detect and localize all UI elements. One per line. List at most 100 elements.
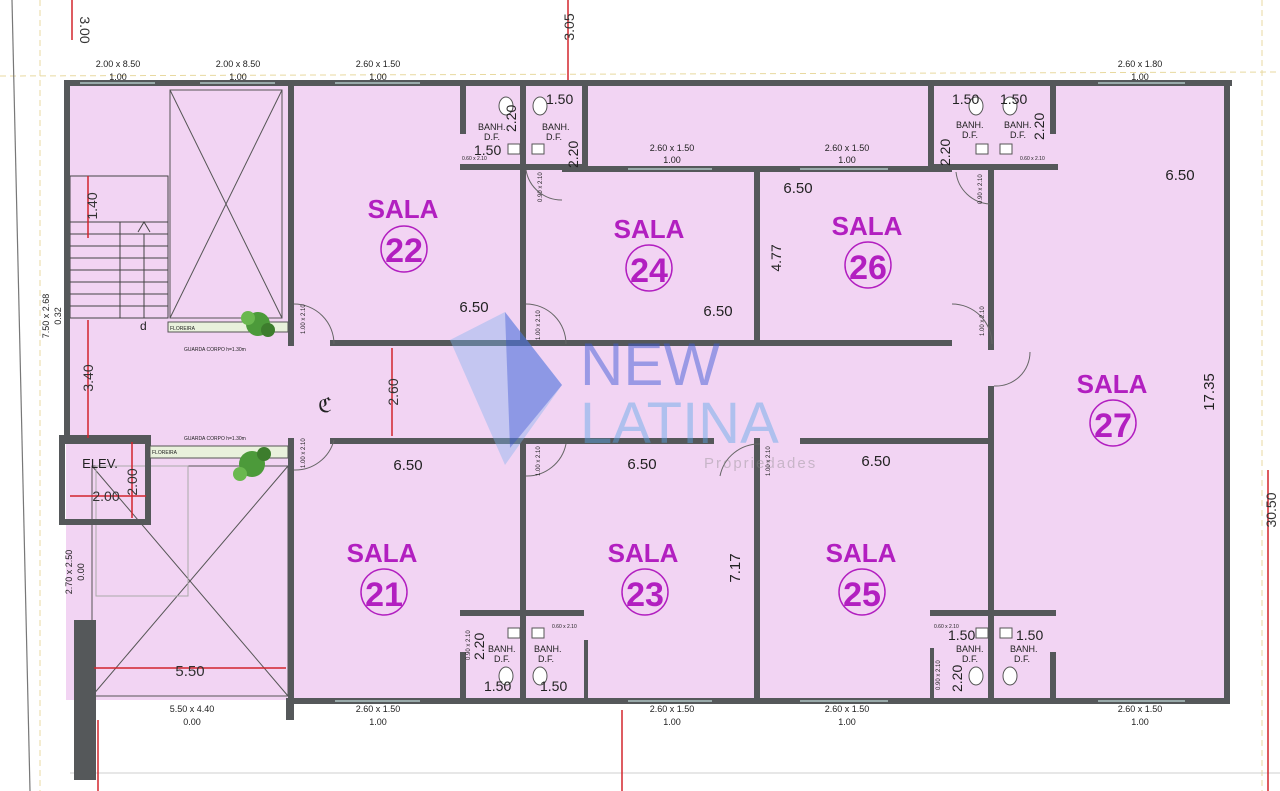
door-specs: 1.00 x 2.10 1.00 x 2.10 1.00 x 2.10 1.00… (301, 172, 986, 690)
walls (59, 80, 1232, 780)
plan-label: 5.50 (175, 663, 204, 680)
bath-label: BANH. (534, 644, 562, 654)
window-labels-mid: 2.60 x 1.50 1.00 2.60 x 1.50 1.00 (650, 143, 870, 165)
elevator-label: ELEV. (82, 456, 118, 471)
room-label: SALA (832, 211, 903, 241)
door-swings (293, 169, 1031, 477)
room-number: 24 (630, 252, 668, 290)
bath-door: 0.60 x 2.10 (462, 156, 487, 162)
watermark-logo: NEW LATINA Propriedades (450, 312, 815, 472)
bath-dim: 1.50 (484, 678, 511, 694)
plan-label: 3.05 (561, 13, 577, 40)
bath-label: BANH. (1010, 644, 1038, 654)
plan-label: 3.00 (77, 16, 93, 43)
room-sala-26: SALA 26 6.50 4.77 (768, 180, 903, 289)
bath-dim: 2.20 (471, 633, 487, 660)
plan-label: 0.90 x 2.10 (538, 172, 544, 202)
room-width: 6.50 (1165, 167, 1194, 184)
bath-label: BANH. (956, 644, 984, 654)
bath-dim: 2.20 (937, 139, 953, 166)
bath-door: 0.60 x 2.10 (934, 624, 959, 630)
plan-label: 1.00 (109, 72, 127, 82)
bath-dim: 2.20 (949, 665, 965, 692)
plan-label: 3.40 (80, 364, 96, 391)
bath-fixtures (968, 96, 1018, 155)
plan-label: 2.60 x 1.50 (825, 704, 870, 714)
plan-label: 1.00 (663, 155, 681, 165)
bathroom-group-top-right: BANH. D.F. BANH. D.F. 1.50 1.50 2.20 2.2… (937, 91, 1047, 166)
plan-label: 1.00 (1131, 717, 1149, 727)
bath-sublabel: D.F. (962, 654, 978, 664)
plan-label: 0.00 (183, 717, 201, 727)
room-number: 21 (365, 576, 403, 614)
plan-label: 1.00 x 2.10 (536, 446, 542, 476)
planter-top-label: FLOREIRA (170, 326, 196, 332)
room-number: 26 (849, 249, 887, 287)
bath-fixtures (498, 96, 548, 155)
plan-label: 1.00 (838, 155, 856, 165)
plan-label: 2.60 x 1.50 (825, 143, 870, 153)
dimension-lines (70, 0, 1269, 791)
railing-bottom-label: GUARDA CORPO h=1.30m (184, 436, 246, 442)
planter-bottom: FLOREIRA (149, 445, 289, 481)
bath-dim: 2.20 (565, 141, 581, 168)
plan-label: 2.00 (92, 488, 119, 504)
bath-label: BANH. (1004, 120, 1032, 130)
room-label: SALA (368, 194, 439, 224)
room-depth: 17.35 (1201, 373, 1218, 411)
bath-dim: 1.50 (546, 91, 573, 107)
room-sala-21: SALA 21 6.50 (347, 457, 423, 616)
bath-fixtures (498, 627, 548, 686)
room-number: 22 (385, 232, 423, 270)
room-width: 6.50 (627, 456, 656, 473)
window-labels-left: 7.50 x 2.68 0.32 2.70 x 2.50 0.00 (41, 294, 86, 595)
windows-glass (80, 82, 1185, 702)
room-depth: 7.17 (727, 553, 744, 582)
plan-label: 30.50 (1263, 492, 1279, 527)
room-depth: 4.77 (768, 244, 784, 271)
plan-label: 1.00 (229, 72, 247, 82)
bath-fixtures (968, 627, 1018, 686)
watermark-line1: NEW (580, 331, 720, 398)
plan-label: 0.90 x 2.10 (978, 174, 984, 204)
plan-label: 0.32 (53, 307, 63, 325)
room-sala-22: SALA 22 6.50 (368, 194, 489, 316)
void-top (169, 89, 283, 319)
bath-sublabel: D.F. (484, 132, 500, 142)
plan-label: 1.00 x 2.10 (301, 304, 307, 334)
bath-dim: 1.50 (474, 142, 501, 158)
room-width: 6.50 (393, 457, 422, 474)
dimension-labels: 3.00 3.05 30.50 1.40 3.40 2.60 5.50 2.00… (77, 13, 1279, 680)
bath-sublabel: D.F. (962, 130, 978, 140)
bath-sublabel: D.F. (1014, 654, 1030, 664)
plan-label: 2.00 x 8.50 (96, 59, 141, 69)
bath-label: BANH. (956, 120, 984, 130)
plan-label: 2.60 x 1.50 (1118, 704, 1163, 714)
plan-label: 0.90 x 2.10 (466, 630, 472, 660)
plan-label: 2.60 x 1.80 (1118, 59, 1163, 69)
room-sala-24: SALA 24 6.50 (614, 214, 733, 320)
bath-label: BANH. (542, 122, 570, 132)
bath-dim: 2.20 (503, 105, 519, 132)
room-number: 23 (626, 576, 664, 614)
plan-label: 2.60 (385, 378, 401, 405)
plan-label: 1.00 x 2.10 (301, 438, 307, 468)
bath-dim: 1.50 (1000, 91, 1027, 107)
plan-label: 2.60 x 1.50 (356, 704, 401, 714)
room-sala-27: SALA 27 6.50 17.35 (1077, 167, 1218, 447)
bath-sublabel: D.F. (494, 654, 510, 664)
room-sala-25: SALA 25 6.50 (826, 453, 897, 616)
bathroom-group-bottom-left: BANH. D.F. BANH. D.F. 1.50 1.50 2.20 0.6… (471, 624, 577, 694)
plan-label: 1.00 (838, 717, 856, 727)
bath-sublabel: D.F. (538, 654, 554, 664)
plan-label: 2.60 x 1.50 (650, 704, 695, 714)
staircase (69, 175, 169, 319)
room-label: SALA (347, 538, 418, 568)
plan-label: 7.50 x 2.68 (41, 294, 51, 339)
plan-label: 2.70 x 2.50 (64, 550, 74, 595)
plan-label: 1.00 (1131, 72, 1149, 82)
railing-top-label: GUARDA CORPO h=1.30m (184, 347, 246, 353)
bath-door: 0.60 x 2.10 (1020, 156, 1045, 162)
plan-label: 2.00 x 8.50 (216, 59, 261, 69)
plan-label: 1.40 (84, 192, 100, 219)
